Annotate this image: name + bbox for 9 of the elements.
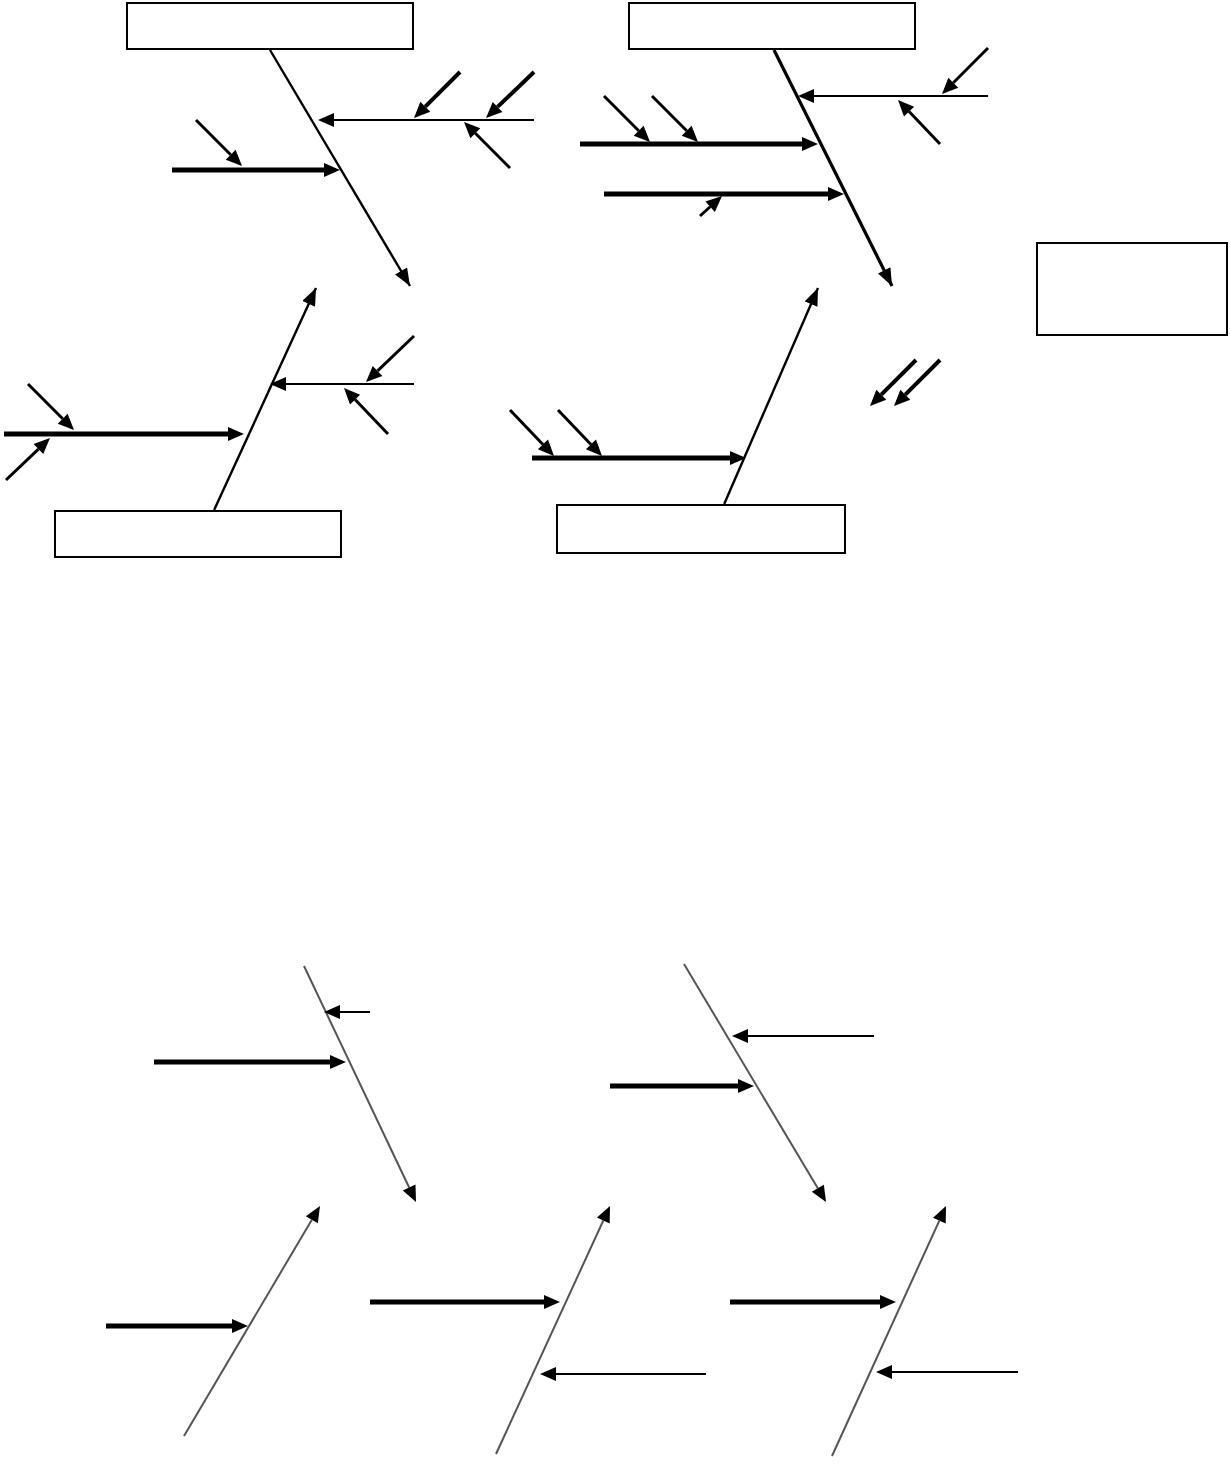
- bone-arrow: [213, 287, 318, 511]
- cause-box: [54, 510, 342, 558]
- bone-arrow: [723, 287, 820, 505]
- cause-box: [628, 2, 916, 50]
- bone-arrow: [268, 49, 412, 287]
- bone-arrow: [772, 49, 894, 287]
- cause-box: [556, 504, 846, 554]
- effect-box: [1036, 242, 1228, 336]
- cause-box: [126, 2, 414, 50]
